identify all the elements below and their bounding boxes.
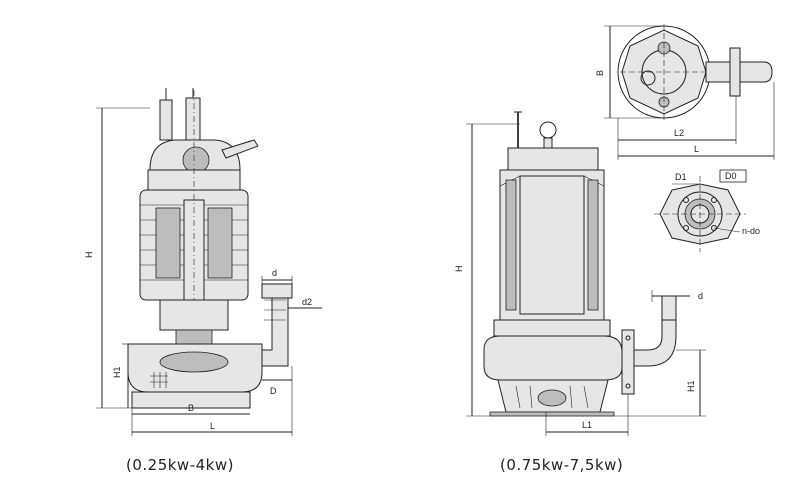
seal-chamber	[159, 299, 229, 331]
dim-d-right: d	[698, 291, 703, 301]
left-caption: (0.25kw-4kw)	[126, 456, 234, 474]
dim-B-left: B	[188, 403, 194, 413]
right-caption: (0.75kw-7,5kw)	[500, 456, 624, 474]
dim-D0: D0	[725, 171, 737, 181]
dim-H-right: H	[454, 266, 464, 273]
right-pump-drawing	[483, 111, 677, 417]
dim-D1: D1	[675, 172, 687, 182]
top-view-drawing	[617, 24, 773, 120]
dim-D-left: D	[270, 386, 277, 396]
strainer-holes	[150, 372, 168, 388]
dim-B-top: B	[595, 70, 605, 76]
bolt-hole-2	[711, 197, 717, 203]
dim-H1-right: H1	[686, 380, 696, 392]
stator-right	[207, 207, 233, 279]
rib-left	[505, 179, 517, 311]
dim-n-do: n-do	[742, 226, 760, 236]
mechanical-seal	[175, 329, 213, 345]
stator-left	[155, 207, 181, 279]
discharge-bend	[633, 319, 677, 367]
dim-H1-left: H1	[112, 366, 122, 378]
dim-L1-right: L1	[582, 420, 592, 430]
top-view-dimensions: B L2 L	[595, 25, 775, 160]
motor-inner	[519, 175, 585, 315]
dim-d-left: d	[272, 268, 277, 278]
base-slots	[515, 385, 589, 409]
cable-gland-left	[159, 99, 173, 141]
flange-dimensions: D1 D0 n-do	[672, 169, 760, 236]
outlet-nozzle	[661, 295, 677, 321]
lifting-eye	[539, 121, 557, 139]
hose-connector	[261, 283, 293, 299]
bolt-hole-1	[683, 197, 689, 203]
dim-L-top: L	[694, 144, 699, 154]
dim-d2-left: d2	[302, 297, 312, 307]
capacitor	[182, 146, 210, 174]
bolt-hole-3	[683, 225, 689, 231]
left-pump-drawing	[127, 88, 293, 409]
discharge-elbow	[261, 295, 289, 367]
flange-view-drawing	[654, 176, 746, 252]
base-stand	[131, 391, 251, 409]
bolt-hole-4	[711, 225, 717, 231]
dim-L-left: L	[210, 421, 215, 431]
volute-casing	[483, 335, 623, 381]
base-plate	[489, 411, 615, 417]
impeller	[159, 351, 229, 373]
rib-right	[587, 179, 599, 311]
inlet-strainer	[537, 389, 567, 407]
carry-handle	[221, 139, 259, 159]
dim-H-left: H	[84, 252, 94, 259]
bearing-bracket	[493, 319, 611, 337]
cable-gland-right	[185, 97, 201, 141]
dim-L2-top: L2	[674, 128, 684, 138]
top-view-flange	[729, 47, 741, 97]
left-dimensions: H H1 B L D d d2	[84, 107, 322, 436]
terminal-box	[507, 147, 599, 171]
right-dimensions: H H1 L1 d	[454, 123, 706, 436]
